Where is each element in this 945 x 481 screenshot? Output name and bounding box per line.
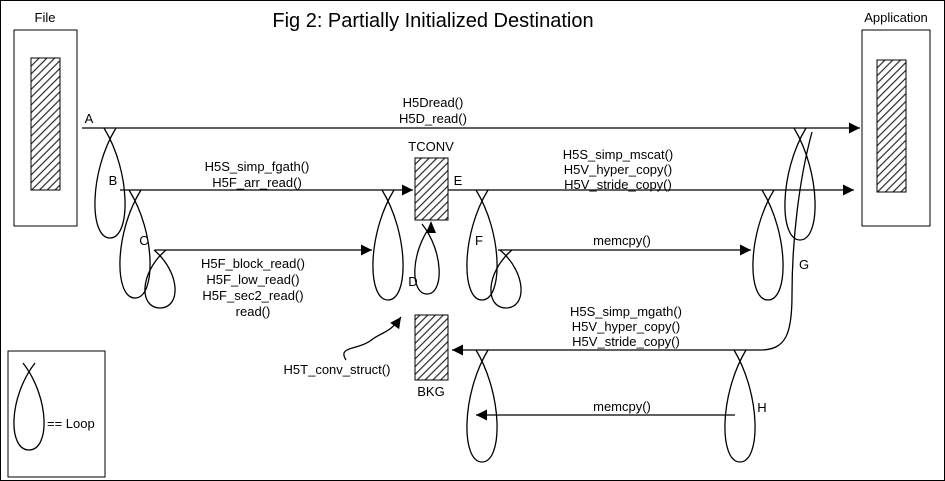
application-node: Application bbox=[861, 10, 931, 227]
edge-memcpy-gather: memcpy() bbox=[476, 399, 735, 421]
edge-dataset-read: H5Dread() H5D_read() bbox=[82, 95, 860, 134]
loop-d: D bbox=[372, 189, 418, 301]
edge-mem-gather-label-3: H5V_stride_copy() bbox=[572, 334, 680, 349]
file-buffer-hatch bbox=[30, 57, 61, 191]
loop-f-symbol bbox=[490, 249, 522, 309]
loop-a-label: A bbox=[85, 111, 94, 126]
edge-memcpy-scatter-label: memcpy() bbox=[593, 233, 651, 248]
edge-file-gather-label-2: H5F_arr_read() bbox=[212, 175, 302, 190]
legend: == Loop bbox=[7, 350, 106, 478]
page-title: Fig 2: Partially Initialized Destination bbox=[272, 10, 593, 32]
edge-mem-gather-label-2: H5V_hyper_copy() bbox=[572, 319, 680, 334]
edge-file-gather: H5S_simp_fgath() H5F_arr_read() bbox=[120, 159, 413, 196]
loop-application bbox=[784, 127, 816, 241]
conversion-arrowhead-icon bbox=[426, 221, 436, 233]
loop-c-label: C bbox=[139, 233, 148, 248]
edge-memcpy-gather-label: memcpy() bbox=[593, 399, 651, 414]
edge-block-read-label-2: H5F_low_read() bbox=[206, 272, 299, 287]
loop-bkg-symbol bbox=[466, 349, 498, 463]
loop-d-symbol bbox=[372, 189, 404, 301]
loop-e: E bbox=[454, 173, 498, 301]
loop-a: A bbox=[85, 111, 126, 239]
edge-block-read-label-1: H5F_block_read() bbox=[201, 256, 305, 271]
loop-bkg bbox=[466, 349, 498, 463]
loop-c: C bbox=[139, 233, 176, 309]
edge-mem-gather-label-1: H5S_simp_mgath() bbox=[570, 304, 682, 319]
loop-g-label: G bbox=[799, 257, 809, 272]
edge-mem-scatter-label-2: H5V_hyper_copy() bbox=[564, 162, 672, 177]
edge-mem-gather-arrow bbox=[452, 131, 813, 356]
tconv-buffer-hatch bbox=[414, 157, 449, 221]
loop-e-symbol bbox=[466, 189, 498, 301]
edge-block-read-label-3: H5F_sec2_read() bbox=[202, 288, 303, 303]
tconv-node: TCONV bbox=[408, 139, 454, 221]
conversion-callout: H5T_conv_struct() bbox=[284, 221, 440, 377]
bkg-label: BKG bbox=[417, 384, 444, 399]
loop-g: G bbox=[752, 189, 809, 301]
bkg-node: BKG bbox=[414, 314, 449, 399]
loop-h-symbol bbox=[724, 349, 756, 463]
edge-file-gather-label-1: H5S_simp_fgath() bbox=[205, 159, 310, 174]
edge-dataset-read-label-1: H5Dread() bbox=[403, 95, 464, 110]
legend-box bbox=[7, 350, 106, 478]
loop-f: F bbox=[475, 233, 522, 309]
loop-b-symbol bbox=[119, 189, 151, 299]
file-label: File bbox=[35, 10, 56, 25]
loop-b: B bbox=[109, 173, 151, 299]
application-buffer-hatch bbox=[876, 59, 907, 193]
edge-dataset-read-label-2: H5D_read() bbox=[399, 111, 467, 126]
edge-memcpy-scatter: memcpy() bbox=[498, 233, 751, 256]
loop-application-symbol bbox=[784, 127, 816, 241]
legend-loop-icon bbox=[13, 362, 45, 451]
loop-h: H bbox=[724, 349, 767, 463]
edge-mem-gather: H5S_simp_mgath() H5V_hyper_copy() H5V_st… bbox=[452, 131, 813, 356]
loop-g-symbol bbox=[752, 189, 784, 301]
loop-e-label: E bbox=[454, 173, 463, 188]
loop-h-label: H bbox=[757, 400, 766, 415]
conversion-callout-label: H5T_conv_struct() bbox=[284, 362, 391, 377]
loop-c-symbol bbox=[144, 249, 176, 309]
loop-a-symbol bbox=[94, 127, 126, 239]
conversion-callout-arrow bbox=[343, 316, 402, 361]
edge-mem-scatter-label-1: H5S_simp_mscat() bbox=[563, 147, 674, 162]
legend-text: == Loop bbox=[47, 416, 95, 431]
edge-mem-scatter-label-3: H5V_stride_copy() bbox=[564, 177, 672, 192]
tconv-label: TCONV bbox=[408, 139, 454, 154]
bkg-buffer-hatch bbox=[414, 314, 449, 381]
loop-f-label: F bbox=[475, 233, 483, 248]
file-node: File bbox=[13, 10, 78, 227]
conversion-loop-symbol bbox=[414, 223, 440, 295]
edge-mem-scatter: H5S_simp_mscat() H5V_hyper_copy() H5V_st… bbox=[448, 147, 854, 196]
loop-b-label: B bbox=[109, 173, 118, 188]
application-label: Application bbox=[864, 10, 928, 25]
edge-block-read-label-4: read() bbox=[236, 304, 271, 319]
edge-block-read: H5F_block_read() H5F_low_read() H5F_sec2… bbox=[155, 244, 372, 319]
loop-d-label: D bbox=[408, 274, 417, 289]
